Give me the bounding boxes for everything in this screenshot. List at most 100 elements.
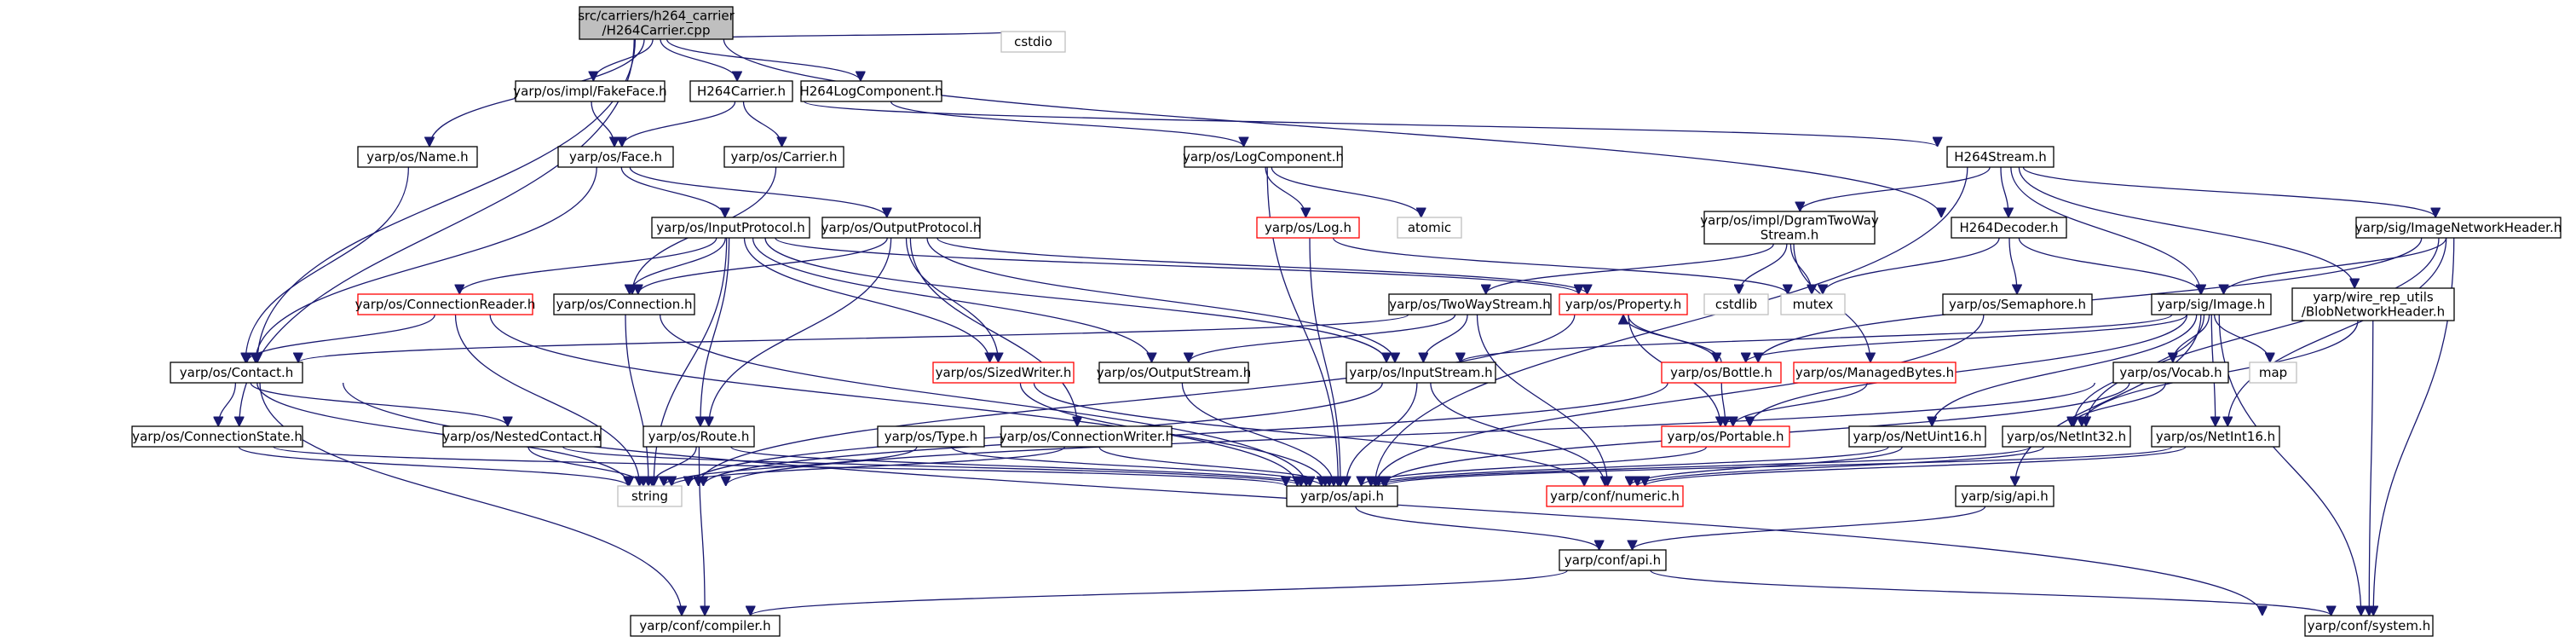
- node-netuint16[interactable]: yarp/os/NetUint16.h: [1848, 425, 1986, 448]
- node-label: yarp/os/Connection.h: [556, 297, 692, 312]
- node-box: [131, 425, 303, 448]
- node-connreader[interactable]: yarp/os/ConnectionReader.h: [355, 293, 536, 315]
- node-cstdlib[interactable]: cstdlib: [1703, 293, 1769, 315]
- node-mutex[interactable]: mutex: [1780, 293, 1846, 315]
- node-contact[interactable]: yarp/os/Contact.h: [170, 361, 303, 384]
- node-label: yarp/os/Vocab.h: [2119, 365, 2222, 380]
- edge-contact-to-connstate: [218, 382, 237, 426]
- node-vocab[interactable]: yarp/os/Vocab.h: [2112, 361, 2229, 384]
- node-sizedwriter[interactable]: yarp/os/SizedWriter.h: [932, 361, 1075, 384]
- node-imgnethdr[interactable]: yarp/sig/ImageNetworkHeader.h: [2355, 217, 2562, 239]
- dependency-nodes: src/carriers/h264_carrier/H264Carrier.cp…: [131, 6, 2562, 637]
- node-log[interactable]: yarp/os/Log.h: [1256, 217, 1360, 239]
- node-label: Stream.h: [1761, 228, 1819, 243]
- node-string[interactable]: string: [617, 485, 683, 507]
- node-box: [2151, 293, 2272, 315]
- node-label: yarp/conf/api.h: [1565, 552, 1661, 568]
- node-root[interactable]: src/carriers/h264_carrier/H264Carrier.cp…: [578, 6, 735, 40]
- node-fakeface[interactable]: yarp/os/impl/FakeFace.h: [513, 80, 667, 102]
- node-property[interactable]: yarp/os/Property.h: [1559, 293, 1688, 315]
- node-connwriter[interactable]: yarp/os/ConnectionWriter.h: [1000, 425, 1173, 448]
- edge-outputproto-to-connection: [638, 237, 888, 295]
- node-box: [1388, 293, 1552, 315]
- edge-connwriter-to-string: [671, 446, 1066, 487]
- node-h264carrier[interactable]: H264Carrier.h: [689, 80, 793, 102]
- node-box: [689, 80, 793, 102]
- node-cstdio[interactable]: cstdio: [1000, 31, 1066, 53]
- node-label: yarp/os/Property.h: [1565, 297, 1681, 312]
- edge-bottle-to-property: [1623, 314, 1722, 363]
- node-inputproto[interactable]: yarp/os/InputProtocol.h: [651, 217, 810, 239]
- node-map[interactable]: map: [2249, 361, 2297, 384]
- node-box: [1703, 293, 1769, 315]
- node-connection[interactable]: yarp/os/Connection.h: [553, 293, 695, 315]
- node-h264logcomp[interactable]: H264LogComponent.h: [799, 80, 943, 102]
- node-box: [617, 485, 683, 507]
- node-label: yarp/os/ManagedBytes.h: [1795, 365, 1954, 380]
- edge-logcomp-to-atomic: [1271, 166, 1421, 218]
- node-logcomp[interactable]: yarp/os/LogComponent.h: [1183, 146, 1344, 168]
- node-box: [1000, 31, 1066, 53]
- edge-h264decoder-to-semaphore: [2008, 237, 2017, 294]
- node-portable[interactable]: yarp/os/Portable.h: [1661, 425, 1790, 448]
- edge-route-to-compiler: [698, 446, 705, 616]
- node-confapi[interactable]: yarp/conf/api.h: [1559, 549, 1667, 571]
- node-image[interactable]: yarp/sig/Image.h: [2151, 293, 2272, 315]
- node-api[interactable]: yarp/os/api.h: [1286, 485, 1398, 507]
- edge-h264carrier-to-carrier: [742, 101, 782, 147]
- node-numeric[interactable]: yarp/conf/numeric.h: [1546, 485, 1684, 507]
- node-box: [1397, 217, 1462, 239]
- node-face[interactable]: yarp/os/Face.h: [557, 146, 674, 168]
- edge-image-to-netuint16: [1932, 314, 2198, 426]
- edge-outputproto-to-route: [709, 237, 892, 426]
- node-h264stream[interactable]: H264Stream.h: [1946, 146, 2054, 168]
- edge-h264stream-to-imgnethdr: [2022, 166, 2435, 218]
- node-twowaystream[interactable]: yarp/os/TwoWayStream.h: [1388, 293, 1552, 315]
- node-system[interactable]: yarp/conf/system.h: [2304, 615, 2434, 637]
- node-label: yarp/os/Semaphore.h: [1949, 297, 2086, 312]
- edge-outputstream-to-api: [1181, 382, 1334, 486]
- node-outputstream[interactable]: yarp/os/OutputStream.h: [1097, 361, 1252, 384]
- node-box: [1703, 211, 1876, 245]
- edge-bottle-to-portable: [1721, 382, 1726, 426]
- node-box: [1793, 361, 1956, 384]
- node-managedbytes[interactable]: yarp/os/ManagedBytes.h: [1793, 361, 1956, 384]
- node-h264decoder[interactable]: H264Decoder.h: [1951, 217, 2067, 239]
- node-box: [1780, 293, 1846, 315]
- edge-connection-to-string: [625, 314, 648, 486]
- node-type[interactable]: yarp/os/Type.h: [877, 425, 985, 448]
- node-label: yarp/os/ConnectionState.h: [132, 429, 303, 444]
- node-label: yarp/os/api.h: [1300, 489, 1384, 504]
- node-label: yarp/os/Route.h: [648, 429, 750, 444]
- node-route[interactable]: yarp/os/Route.h: [643, 425, 755, 448]
- edge-face-to-outputproto: [629, 166, 887, 218]
- node-blobnethdr[interactable]: yarp/wire_rep_utils/BlobNetworkHeader.h: [2291, 287, 2455, 321]
- node-box: [800, 80, 942, 102]
- node-label: yarp/os/Contact.h: [180, 365, 294, 380]
- edge-log-to-api: [1309, 237, 1340, 486]
- node-netint32[interactable]: yarp/os/NetInt32.h: [2002, 425, 2131, 448]
- edge-twowaystream-to-numeric: [1476, 314, 1608, 486]
- node-atomic[interactable]: atomic: [1397, 217, 1462, 239]
- node-name[interactable]: yarp/os/Name.h: [357, 146, 478, 168]
- node-connstate[interactable]: yarp/os/ConnectionState.h: [131, 425, 303, 448]
- node-box: [357, 146, 478, 168]
- node-nestedcontact[interactable]: yarp/os/NestedContact.h: [442, 425, 602, 448]
- node-inputstream[interactable]: yarp/os/InputStream.h: [1346, 361, 1496, 384]
- edge-managedbytes-to-portable: [1733, 382, 1868, 427]
- node-label: H264LogComponent.h: [799, 84, 942, 99]
- edge-dgram-to-mutex: [1789, 243, 1812, 294]
- edge-inputproto-to-route: [700, 237, 730, 426]
- node-netint16[interactable]: yarp/os/NetInt16.h: [2151, 425, 2280, 448]
- node-carrier[interactable]: yarp/os/Carrier.h: [723, 146, 844, 168]
- node-box: [2355, 217, 2562, 239]
- node-label: yarp/os/ConnectionWriter.h: [1000, 429, 1173, 444]
- node-semaphore[interactable]: yarp/os/Semaphore.h: [1942, 293, 2093, 315]
- edge-image-to-sigapi: [2015, 314, 2202, 486]
- node-outputproto[interactable]: yarp/os/OutputProtocol.h: [821, 217, 982, 239]
- node-sigapi[interactable]: yarp/sig/api.h: [1955, 485, 2054, 507]
- node-bottle[interactable]: yarp/os/Bottle.h: [1661, 361, 1782, 384]
- node-compiler[interactable]: yarp/conf/compiler.h: [630, 615, 781, 637]
- node-label: yarp/os/ConnectionReader.h: [355, 297, 536, 312]
